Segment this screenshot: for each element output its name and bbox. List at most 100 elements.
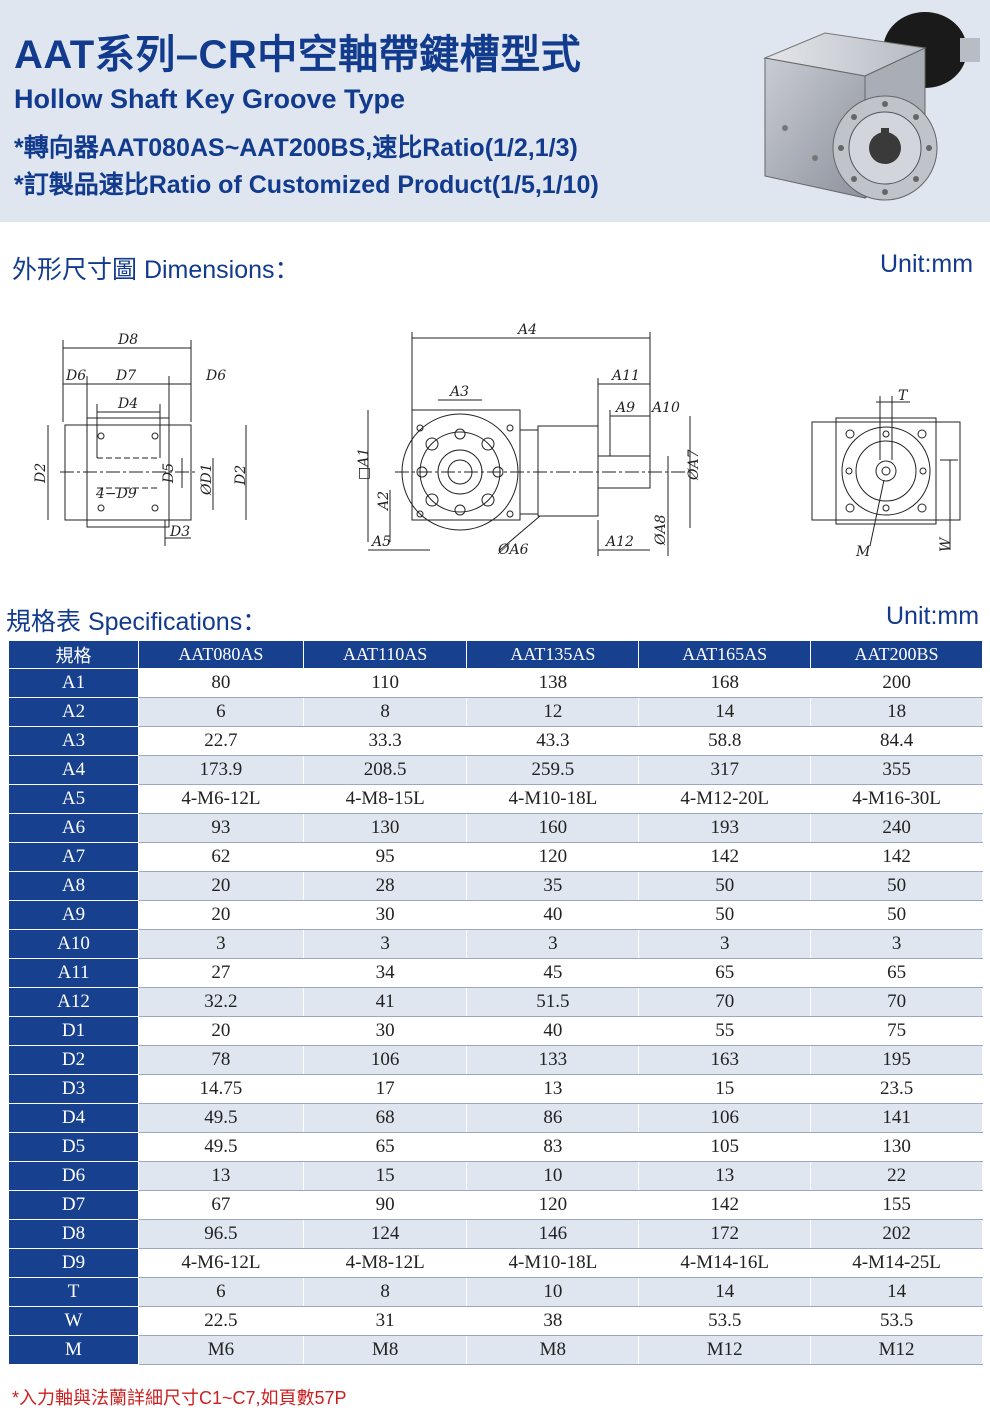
spec-cell: 30 [302, 1016, 468, 1046]
spec-cell: 3 [466, 929, 640, 959]
spec-row-label: A8 [8, 871, 139, 901]
spec-cell: 130 [810, 1132, 983, 1162]
spec-cell: 120 [466, 842, 640, 872]
spec-cell: 50 [638, 871, 812, 901]
dim-label-d7: D7 [115, 368, 136, 384]
spec-row-label: A1 [8, 668, 139, 698]
specs-unit: Unit:mm [886, 602, 980, 630]
spec-cell: 90 [302, 1190, 468, 1220]
specs-title: 規格表 Specifications： [6, 608, 268, 636]
spec-cell: M8 [302, 1335, 468, 1365]
spec-row-label: D8 [8, 1219, 139, 1249]
dim-label-a1: □A1 [356, 448, 372, 480]
dim-label-d2-left: D2 [33, 463, 49, 484]
spec-cell: 32.2 [138, 987, 304, 1017]
spec-row-label: M [8, 1335, 139, 1365]
spec-cell: 14 [638, 697, 812, 727]
spec-cell: M12 [810, 1335, 983, 1365]
spec-cell: 67 [138, 1190, 304, 1220]
spec-cell: 142 [638, 842, 812, 872]
spec-cell: 4-M14-25L [810, 1248, 983, 1278]
spec-cell: 3 [810, 929, 983, 959]
spec-cell: 31 [302, 1306, 468, 1336]
spec-cell: 142 [810, 842, 983, 872]
spec-cell: M6 [138, 1335, 304, 1365]
spec-cell: 75 [810, 1016, 983, 1046]
spec-cell: 70 [810, 987, 983, 1017]
spec-cell: 105 [638, 1132, 812, 1162]
spec-cell: 50 [810, 871, 983, 901]
spec-cell: 35 [466, 871, 640, 901]
dim-label-d1: ØD1 [199, 463, 215, 496]
spec-cell: 50 [810, 900, 983, 930]
spec-cell: 317 [638, 755, 812, 785]
spec-cell: 80 [138, 668, 304, 698]
spec-header-row: 規格 AAT080AS AAT110AS AAT135AS AAT165AS A… [8, 640, 983, 669]
spec-cell: 4-M10-18L [466, 1248, 640, 1278]
spec-cell: 95 [302, 842, 468, 872]
dim-label-d2-right: D2 [233, 465, 249, 486]
dim-label-d6-left: D6 [65, 368, 86, 384]
spec-cell: 45 [466, 958, 640, 988]
spec-cell: 43.3 [466, 726, 640, 756]
spec-cell: 173.9 [138, 755, 304, 785]
footnote: *入力軸與法蘭詳細尺寸C1~C7,如頁數57P [12, 1388, 347, 1408]
dim-label-t: T [898, 388, 909, 404]
spec-cell: 141 [810, 1103, 983, 1133]
spec-row-label: A11 [8, 958, 139, 988]
spec-cell: 10 [466, 1277, 640, 1307]
side-view-labels: D8 D6 D7 D6 D4 D2 D5 4−D9 ØD1 D2 D3 [33, 332, 249, 540]
spec-cell: 208.5 [302, 755, 468, 785]
dim-label-d4: D4 [117, 396, 138, 412]
spec-cell: 8 [302, 1277, 468, 1307]
spec-row-label: D3 [8, 1074, 139, 1104]
spec-cell: 110 [302, 668, 468, 698]
front-view-drawing [367, 332, 691, 556]
spec-row-label: D2 [8, 1045, 139, 1075]
spec-cell: 96.5 [138, 1219, 304, 1249]
spec-row-label: D5 [8, 1132, 139, 1162]
spec-cell: 168 [638, 668, 812, 698]
dim-label-a6: ØA6 [497, 542, 529, 558]
dim-label-a3: A3 [448, 384, 469, 400]
spec-cell: 86 [466, 1103, 640, 1133]
spec-cell: 18 [810, 697, 983, 727]
dim-label-a10: A10 [650, 400, 680, 416]
spec-cell: 30 [302, 900, 468, 930]
end-view-labels: T M W [855, 388, 954, 560]
dim-label-a4: A4 [516, 322, 537, 338]
spec-cell: 58.8 [638, 726, 812, 756]
spec-row-label: A3 [8, 726, 139, 756]
dim-label-d9: 4−D9 [95, 486, 137, 502]
front-view-labels: A4 A3 A11 A9 A10 □A1 A2 A5 ØA6 A12 ØA8 Ø… [356, 322, 702, 558]
spec-cell: 49.5 [138, 1103, 304, 1133]
spec-cell: 138 [466, 668, 640, 698]
spec-table: 規格 AAT080AS AAT110AS AAT135AS AAT165AS A… [8, 640, 983, 1365]
spec-cell: 40 [466, 1016, 640, 1046]
spec-row-label: A5 [8, 784, 139, 814]
spec-cell: 14 [810, 1277, 983, 1307]
spec-header-cell: AAT135AS [466, 640, 640, 669]
spec-cell: 6 [138, 1277, 304, 1307]
spec-cell: 202 [810, 1219, 983, 1249]
spec-row-label: A6 [8, 813, 139, 843]
spec-cell: M8 [466, 1335, 640, 1365]
spec-cell: 50 [638, 900, 812, 930]
page-title: AAT系列–CR中空軸帶鍵槽型式 [14, 33, 582, 77]
dim-label-d6-right: D6 [205, 368, 226, 384]
spec-cell: 200 [810, 668, 983, 698]
